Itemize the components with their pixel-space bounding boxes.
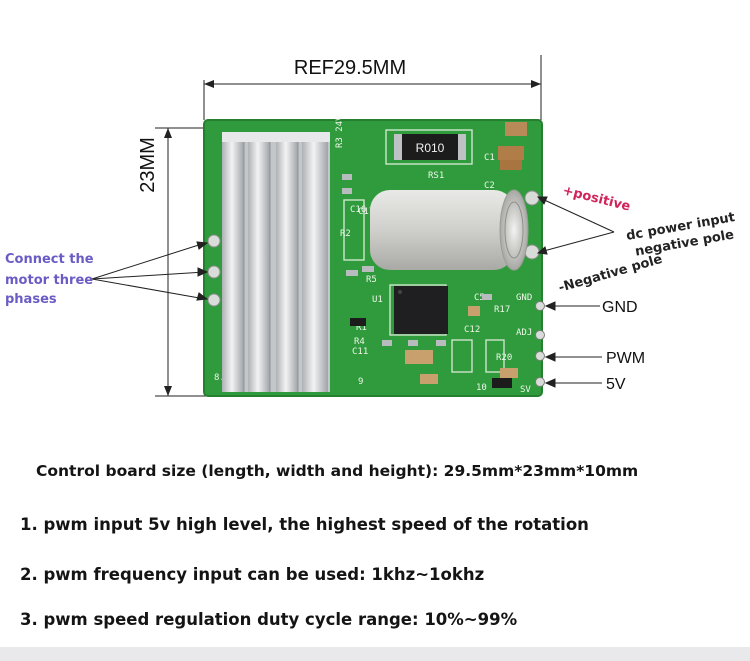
- silk-adj: ADJ: [516, 328, 532, 338]
- width-dimension: [203, 55, 542, 120]
- motor-phase-label: Connect the motor three phases: [5, 252, 98, 307]
- driver-ic: [394, 286, 448, 334]
- silk-r20: R20: [496, 353, 512, 363]
- dc-input-label: dc power input negative pole: [625, 209, 743, 260]
- pin-5v-label: 5V: [606, 376, 626, 393]
- pin-pwm-label: PWM: [606, 350, 645, 367]
- silk-c11: C11: [352, 347, 368, 357]
- spec-item-1: 1. pwm input 5v high level, the highest …: [20, 515, 589, 534]
- silk-u1: U1: [372, 295, 383, 305]
- silk-gnd: GND: [516, 293, 532, 303]
- resistor-label: R010: [416, 141, 445, 155]
- spec-item-3: 3. pwm speed regulation duty cycle range…: [20, 610, 518, 629]
- silk-r4: R4: [354, 337, 365, 347]
- silk-r1: R1: [356, 323, 367, 333]
- spec-item-2: 2. pwm frequency input can be used: 1khz…: [20, 565, 485, 584]
- pin-arrows: [544, 301, 602, 388]
- silk-c1: C1: [484, 153, 495, 163]
- height-dimension: [155, 127, 215, 397]
- current-sense-resistor: R010: [394, 134, 466, 160]
- silk-r2: R2: [340, 229, 351, 239]
- positive-label: +positive: [561, 183, 632, 214]
- bottom-strip: [0, 647, 750, 661]
- silk-c16: C16: [350, 205, 366, 215]
- silk-9: 9: [358, 377, 363, 387]
- height-label: 23MM: [137, 137, 159, 193]
- board-size-spec: Control board size (length, width and he…: [36, 462, 639, 480]
- silk-c2: C2: [484, 181, 495, 191]
- signal-pins: [535, 301, 545, 387]
- pin-gnd-label: GND: [602, 299, 638, 316]
- silk-sv: SV: [520, 385, 531, 395]
- electrolytic-capacitor: [370, 189, 529, 271]
- silk-r3: R3 24V: [335, 115, 345, 148]
- negative-pole-label: -Negative pole: [557, 252, 664, 296]
- motor-phase-pads: [207, 234, 221, 307]
- silk-c17: C17: [358, 207, 374, 217]
- motor-phase-arrows: [91, 241, 209, 301]
- width-label: REF29.5MM: [294, 57, 406, 79]
- silk-r17: R17: [494, 305, 510, 315]
- silk-r5: R5: [366, 275, 377, 285]
- silk-rs1: RS1: [428, 171, 444, 181]
- silk-c12: C12: [464, 325, 480, 335]
- silk-c5: C5: [474, 293, 485, 303]
- power-input-arrows: [536, 196, 615, 255]
- silk-10: 10: [476, 383, 487, 393]
- heatsink: [222, 132, 330, 392]
